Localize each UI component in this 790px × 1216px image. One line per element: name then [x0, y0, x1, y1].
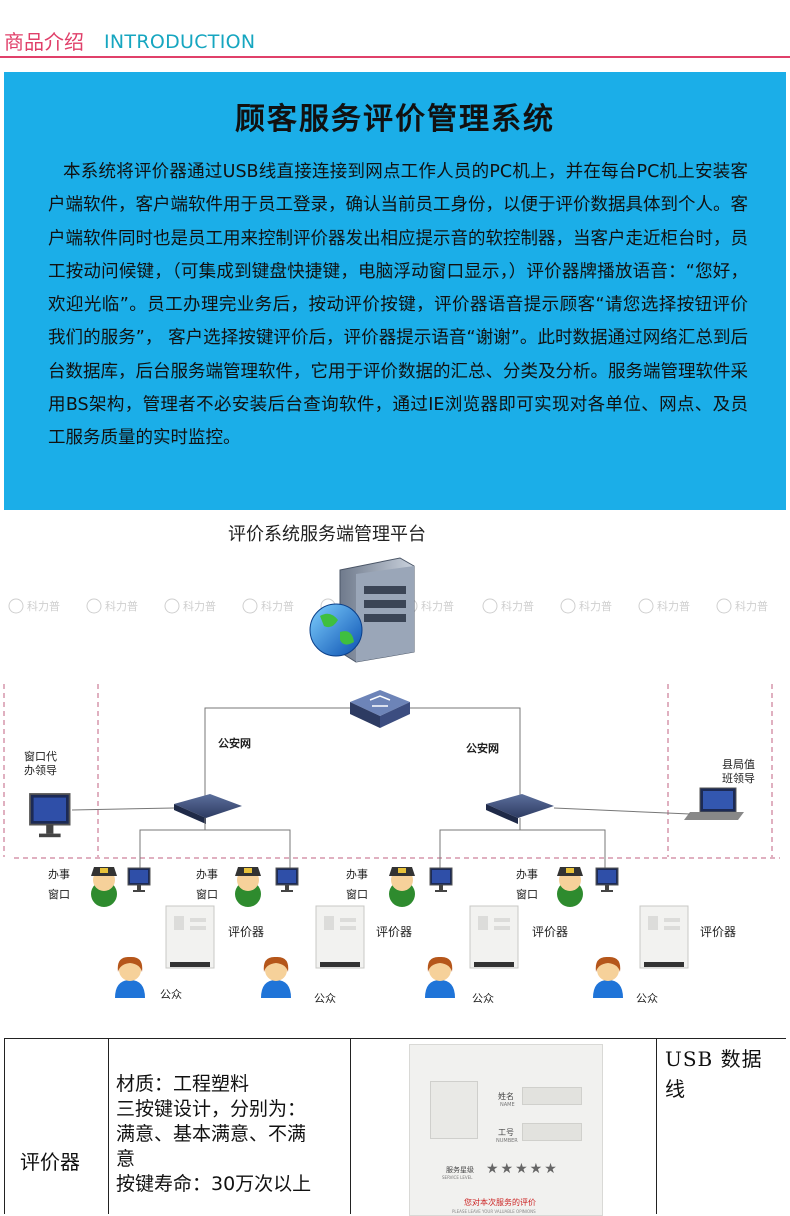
svg-text:公众: 公众	[160, 988, 182, 1001]
evaluator-icon	[165, 905, 215, 969]
staff-icon	[235, 867, 261, 907]
right-switch-icon	[486, 794, 554, 824]
header-divider	[0, 56, 790, 58]
public-icon	[261, 956, 291, 998]
network-label-right: 公安网	[466, 741, 499, 755]
svg-text:评价器: 评价器	[376, 925, 412, 939]
network-label-left: 公安网	[218, 736, 251, 750]
staff-icon	[91, 867, 117, 907]
network-diagram: 评价系统服务端管理平台 科力普 科力普 科力普 科力普 科力普 科力普 科力普 …	[3, 524, 780, 1005]
desc-line: 意	[116, 1148, 136, 1170]
desktop-monitor-icon	[29, 793, 71, 839]
svg-text:科力普: 科力普	[501, 599, 534, 613]
laptop-icon	[684, 787, 744, 820]
public-icon	[593, 956, 623, 998]
name-label: 姓名	[498, 1092, 514, 1101]
svg-text:窗口: 窗口	[48, 887, 70, 901]
svg-text:科力普: 科力普	[105, 599, 138, 613]
core-switch-icon	[350, 690, 410, 728]
svg-text:科力普: 科力普	[735, 599, 768, 613]
table-col-border	[656, 1038, 657, 1214]
desc-line: 材质：工程塑料	[116, 1073, 250, 1095]
id-label: 工号	[498, 1128, 514, 1137]
star-rating-icon: ★★★★★	[486, 1161, 559, 1177]
table-col-border	[350, 1038, 351, 1214]
monitor-icon	[127, 867, 151, 893]
photo-slot	[430, 1081, 478, 1139]
public-icon	[425, 956, 455, 998]
rating-label: 服务星级	[446, 1166, 474, 1174]
spec-table: 评价器 材质：工程塑料 三按键设计，分别为： 满意、基本满意、不满 意 按键寿命…	[4, 1038, 786, 1216]
service-window-2: 办事 窗口 评价器 公众	[196, 867, 412, 1005]
svg-text:科力普: 科力普	[579, 599, 612, 613]
id-sub: NUMBER	[496, 1138, 518, 1144]
svg-text:公众: 公众	[314, 992, 336, 1005]
svg-text:办事: 办事	[48, 868, 70, 881]
right-terminal-label-1: 县局值	[722, 758, 755, 771]
svg-text:评价器: 评价器	[228, 925, 264, 939]
id-field	[522, 1123, 582, 1141]
desc-line: 按键寿命：30万次以上	[116, 1173, 312, 1195]
staff-icon	[389, 867, 415, 907]
intro-body: 本系统将评价器通过USB线直接连接到网点工作人员的PC机上，并在每台PC机上安装…	[48, 162, 748, 449]
prompt-text: 您对本次服务的评价	[464, 1198, 536, 1207]
svg-text:办事: 办事	[346, 868, 368, 881]
svg-text:公众: 公众	[636, 992, 658, 1005]
svg-text:评价器: 评价器	[532, 925, 568, 939]
svg-text:办事: 办事	[196, 868, 218, 881]
diagram-title: 评价系统服务端管理平台	[228, 524, 426, 545]
name-field	[522, 1087, 582, 1105]
left-switch-icon	[174, 794, 242, 824]
evaluator-icon	[315, 905, 365, 969]
svg-text:评价器: 评价器	[700, 925, 736, 939]
globe-icon	[309, 603, 363, 657]
product-description-cell: 材质：工程塑料 三按键设计，分别为： 满意、基本满意、不满 意 按键寿命：30万…	[116, 1072, 352, 1197]
public-icon	[115, 956, 145, 998]
evaluator-icon	[469, 905, 519, 969]
monitor-icon	[275, 867, 299, 893]
rating-sub: SERVICE LEVEL	[442, 1175, 473, 1180]
svg-text:科力普: 科力普	[27, 599, 60, 613]
intro-heading: 顾客服务评价管理系统	[235, 102, 555, 137]
product-name-cell: 评价器	[20, 1150, 80, 1174]
evaluator-icon	[639, 905, 689, 969]
service-window-4: 办事 窗口 评价器 公众	[516, 867, 736, 1005]
svg-text:办事: 办事	[516, 868, 538, 881]
left-terminal-label-1: 窗口代	[24, 749, 57, 763]
right-terminal-label-2: 班领导	[722, 772, 755, 785]
monitor-icon	[429, 867, 453, 893]
table-top-border	[4, 1038, 786, 1039]
evaluator-product-image: 姓名 NAME 工号 NUMBER 服务星级 SERVICE LEVEL ★★★…	[409, 1044, 603, 1216]
service-window-3: 办事 窗口 评价器 公众	[346, 867, 568, 1005]
prompt-text-en: PLEASE LEAVE YOUR VALUABLE OPINIONS	[452, 1209, 536, 1214]
svg-text:科力普: 科力普	[183, 599, 216, 613]
svg-text:窗口: 窗口	[516, 887, 538, 901]
svg-text:公众: 公众	[472, 992, 494, 1005]
left-terminal-label-2: 办领导	[24, 764, 57, 777]
svg-text:窗口: 窗口	[196, 887, 218, 901]
svg-text:科力普: 科力普	[657, 599, 690, 613]
section-title-cn: 商品介绍	[4, 30, 84, 54]
desc-line: 满意、基本满意、不满	[116, 1123, 307, 1145]
section-header: 商品介绍 INTRODUCTION	[0, 0, 790, 70]
intro-panel: 顾客服务评价管理系统 本系统将评价器通过USB线直接连接到网点工作人员的PC机上…	[4, 72, 786, 510]
table-col-border	[108, 1038, 109, 1214]
svg-text:窗口: 窗口	[346, 887, 368, 901]
name-sub: NAME	[500, 1102, 515, 1108]
svg-text:科力普: 科力普	[261, 599, 294, 613]
service-window-1: 办事 窗口 评价器 公众	[48, 867, 264, 1001]
table-col-border	[4, 1038, 5, 1214]
staff-icon	[557, 867, 583, 907]
desc-line: 三按键设计，分别为：	[116, 1098, 307, 1120]
svg-text:科力普: 科力普	[421, 599, 454, 613]
section-title-en: INTRODUCTION	[104, 31, 256, 53]
monitor-icon	[595, 867, 619, 893]
accessory-cell: USB 数据线	[665, 1047, 763, 1101]
